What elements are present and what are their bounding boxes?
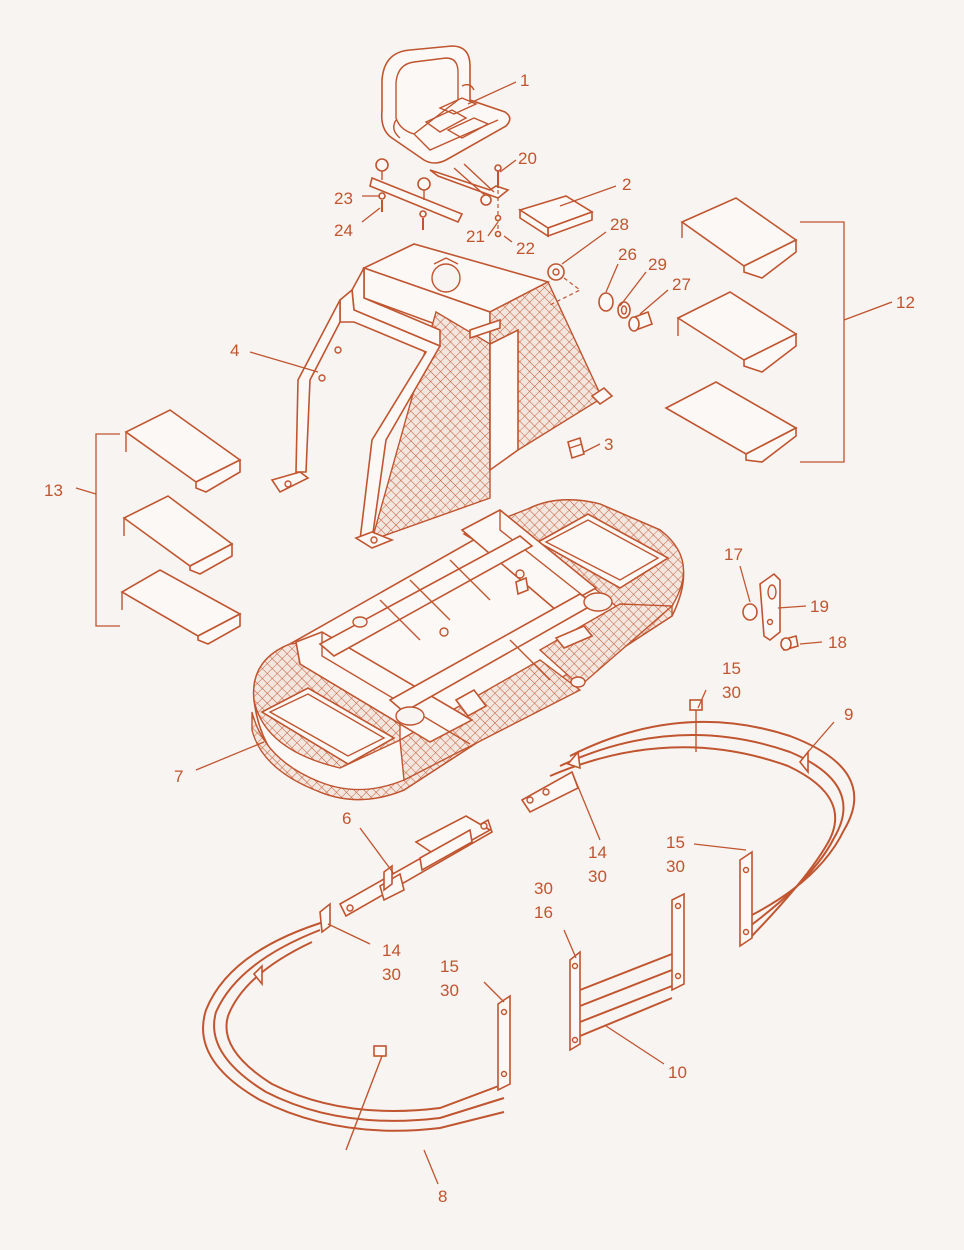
callout-7: 7	[174, 767, 183, 786]
callout-30-left: 30	[382, 965, 401, 984]
callout-14-right: 14	[588, 843, 607, 862]
panels-12	[664, 197, 798, 463]
front-rails	[520, 699, 856, 948]
leader-lines	[195, 81, 835, 1185]
callout-30-brace: 30	[534, 879, 553, 898]
callout-26: 26	[618, 245, 637, 264]
bracket-2	[518, 195, 594, 238]
callout-9: 9	[844, 705, 853, 724]
callout-20: 20	[518, 149, 537, 168]
clip-3	[567, 436, 585, 460]
callout-2: 2	[622, 175, 631, 194]
callout-10: 10	[668, 1063, 687, 1082]
callout-24: 24	[334, 221, 353, 240]
panels-13	[120, 409, 242, 645]
callout-22: 22	[516, 239, 535, 258]
callout-14-left: 14	[382, 941, 401, 960]
callout-18: 18	[828, 633, 847, 652]
bracket-13	[75, 433, 120, 627]
callout-8: 8	[438, 1187, 447, 1206]
callout-17: 17	[724, 545, 743, 564]
callout-30-right: 30	[588, 867, 607, 886]
callout-1: 1	[520, 71, 529, 90]
platform-deck	[251, 499, 685, 801]
seat-slide-bracket	[369, 158, 510, 238]
callout-15-rear: 15	[440, 957, 459, 976]
callout-4: 4	[230, 341, 239, 360]
callout-28: 28	[610, 215, 629, 234]
seat-stand	[270, 243, 614, 549]
center-brace	[569, 892, 685, 1052]
callout-30-side: 30	[666, 857, 685, 876]
callout-16: 16	[534, 903, 553, 922]
callout-3: 3	[604, 435, 613, 454]
callout-30-rear: 30	[440, 981, 459, 1000]
callout-23: 23	[334, 189, 353, 208]
callout-6: 6	[342, 809, 351, 828]
callout-12: 12	[896, 293, 915, 312]
hardware-26-29	[547, 263, 654, 332]
callout-19: 19	[810, 597, 829, 616]
stabilizer-6	[338, 815, 493, 918]
bracket-19	[742, 572, 799, 652]
callout-21: 21	[466, 227, 485, 246]
callout-29: 29	[648, 255, 667, 274]
callout-30-front: 30	[722, 683, 741, 702]
seat	[380, 45, 511, 164]
callout-13: 13	[44, 481, 63, 500]
callout-15-side: 15	[666, 833, 685, 852]
callout-15-front: 15	[722, 659, 741, 678]
bracket-12	[800, 221, 893, 463]
rear-rails	[202, 902, 511, 1151]
callout-27: 27	[672, 275, 691, 294]
callout-labels: 1 2 3 4 6 7 8 9 10 12 13 14 30 14 30 15 …	[44, 71, 915, 1206]
